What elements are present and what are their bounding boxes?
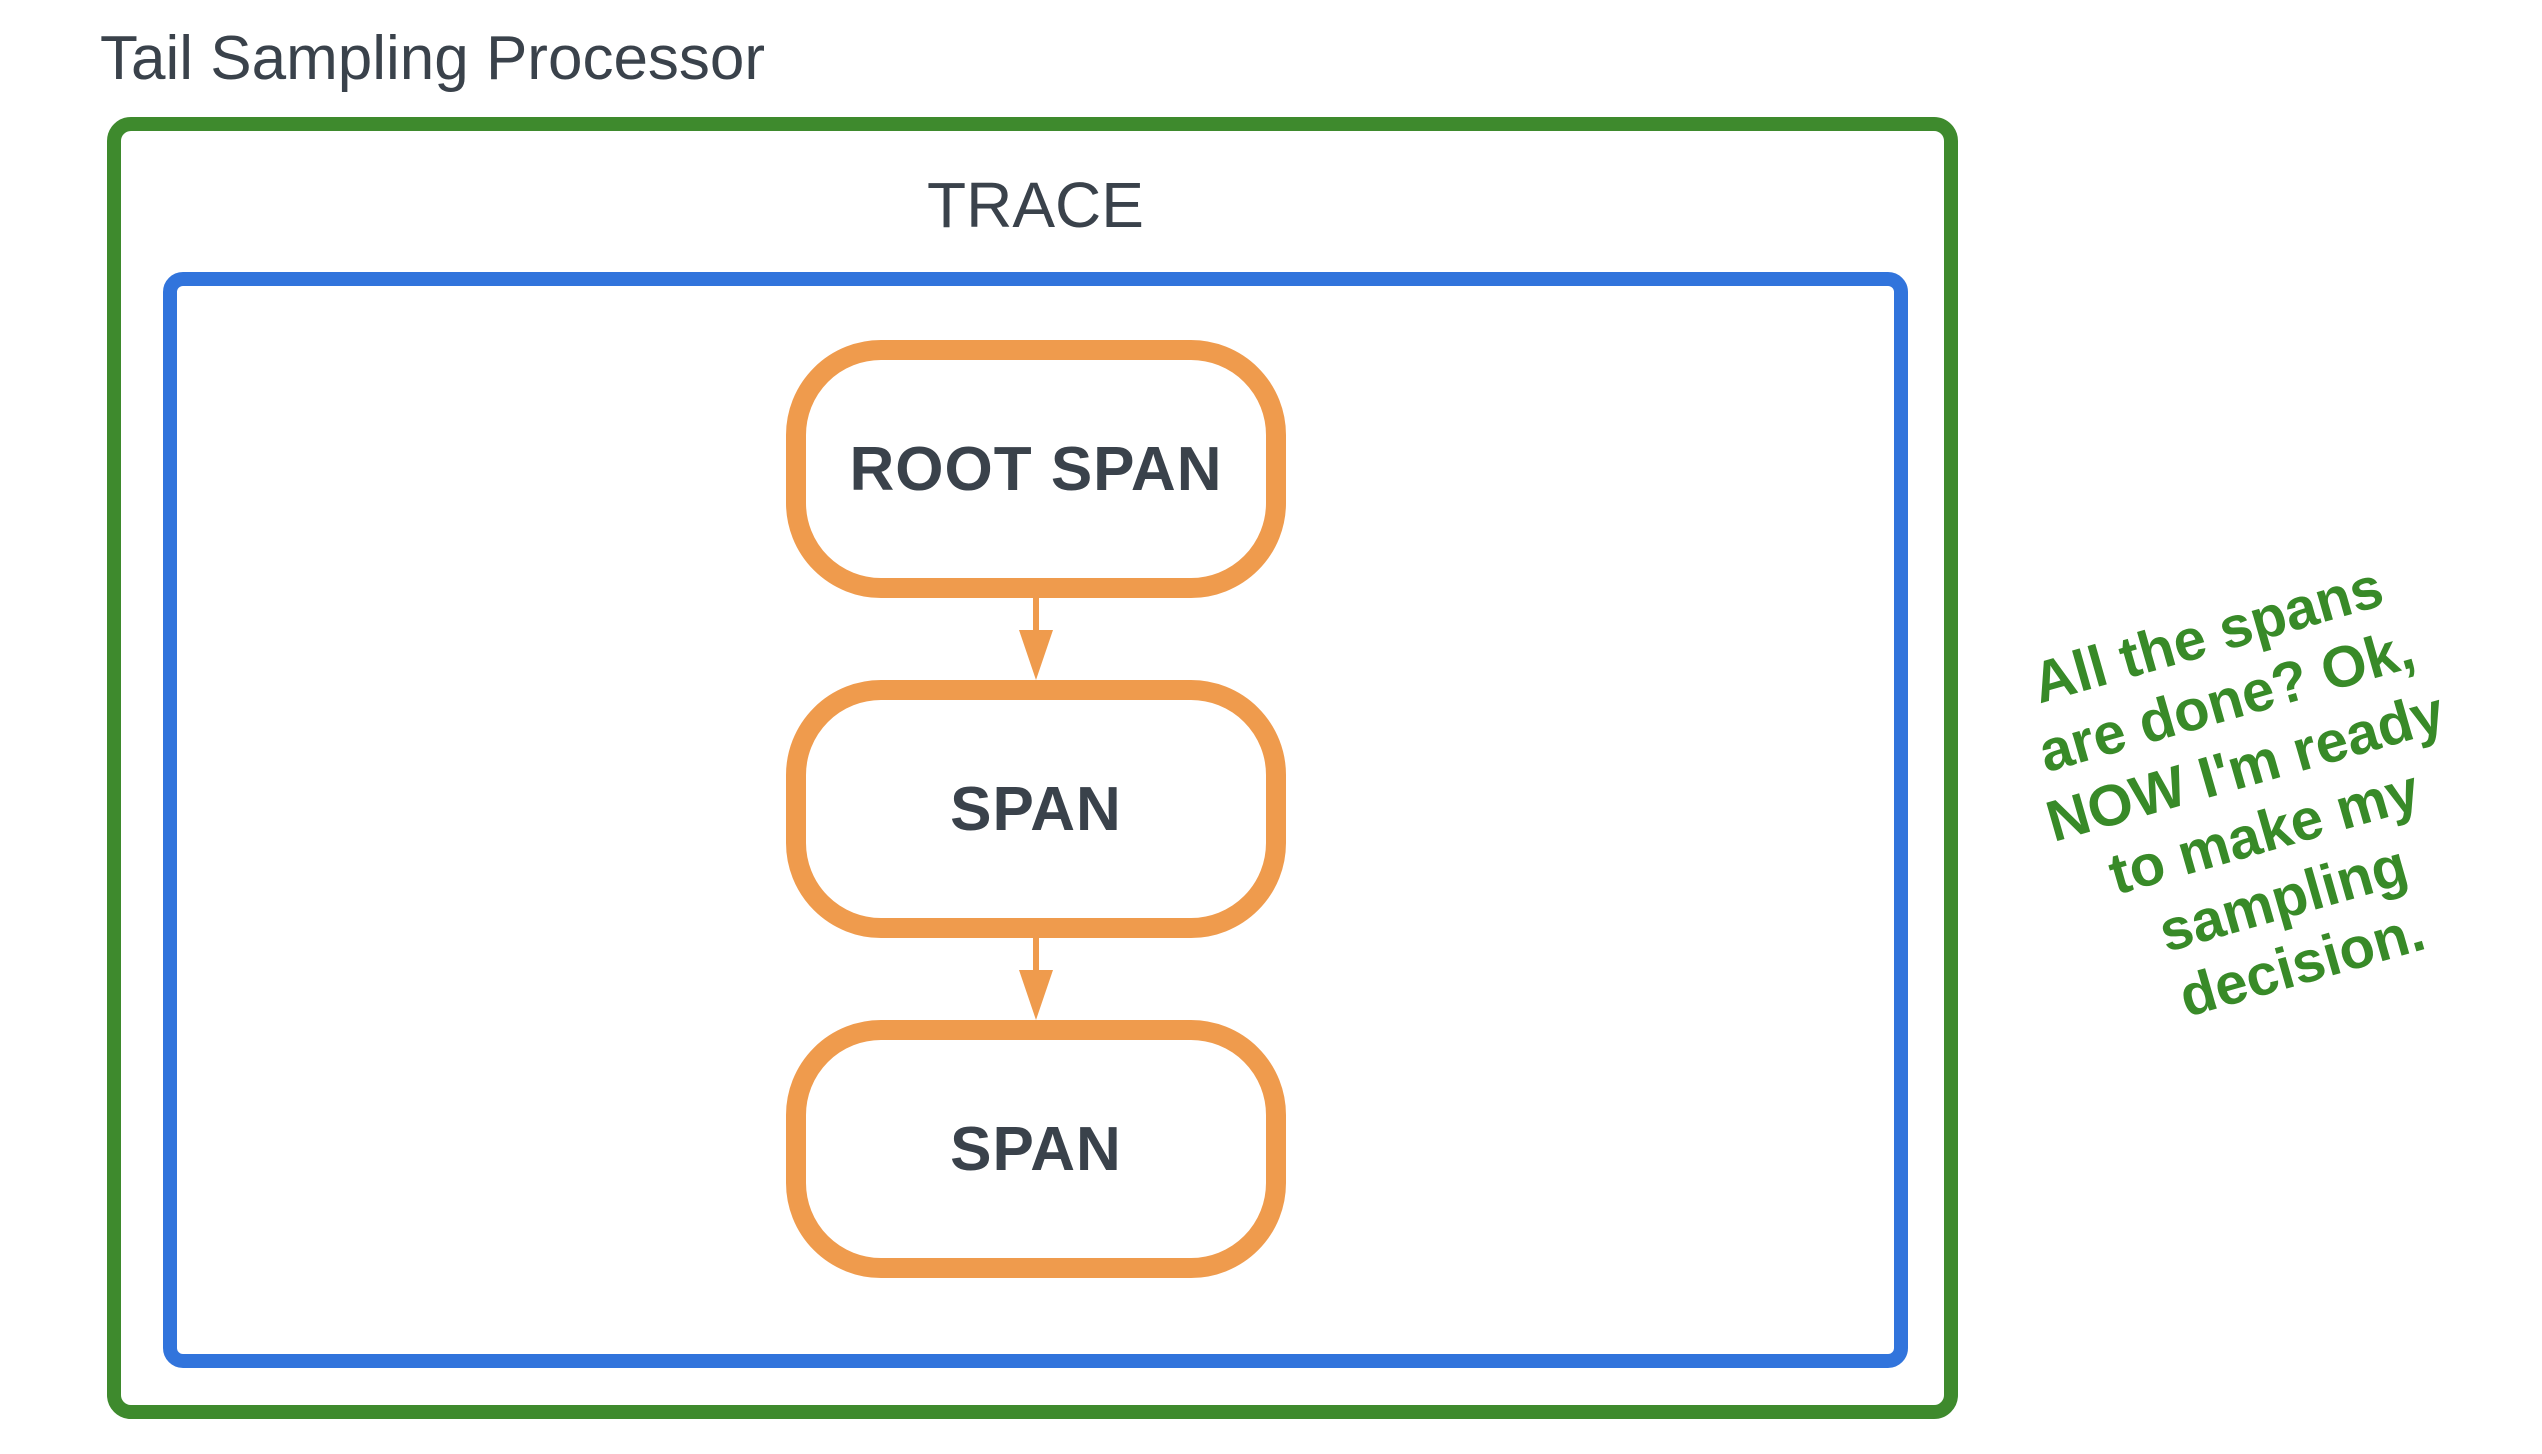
side-note: All the spans are done? Ok, NOW I'm read… (2025, 554, 2452, 1030)
root-span-node: ROOT SPAN (786, 340, 1286, 598)
trace-box (163, 272, 1908, 1368)
node-label: SPAN (950, 774, 1122, 844)
arrow-shaft (1033, 598, 1039, 630)
trace-label: TRACE (927, 169, 1144, 241)
arrow-head-icon (1019, 970, 1053, 1020)
down-arrow-connector (1019, 598, 1053, 680)
node-label: SPAN (950, 1114, 1122, 1184)
tail-sampling-processor-box (107, 117, 1958, 1419)
down-arrow-connector (1019, 938, 1053, 1020)
arrow-head-icon (1019, 630, 1053, 680)
span-node-1: SPAN (786, 680, 1286, 938)
span-node-2: SPAN (786, 1020, 1286, 1278)
node-label: ROOT SPAN (849, 434, 1223, 504)
diagram-title: Tail Sampling Processor (100, 24, 766, 93)
arrow-shaft (1033, 938, 1039, 970)
